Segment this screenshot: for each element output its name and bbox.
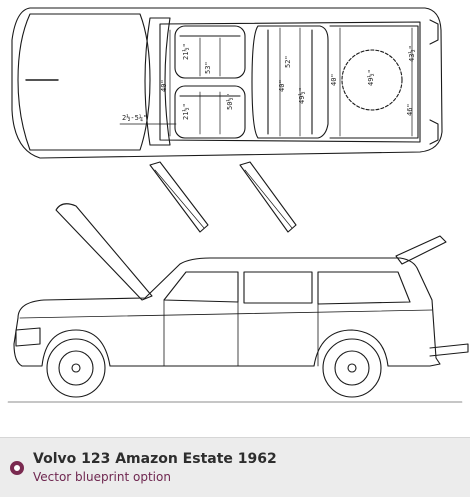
side-view-body-outline	[13, 257, 441, 367]
open-door-front	[149, 161, 209, 233]
raised-tailgate	[395, 235, 447, 265]
front-wheel	[46, 338, 106, 398]
top-view-body-outline	[11, 7, 443, 159]
front-seat-right	[174, 85, 246, 139]
dim-front-seat-depth-a: 53"	[204, 61, 212, 74]
spare-wheel	[341, 49, 403, 111]
dim-rear-seat-back: 49½"	[298, 87, 306, 104]
dim-cargo-floor-width: 40"	[330, 73, 338, 86]
dim-rear-seat-width: 52"	[284, 55, 292, 68]
dim-front-seat-width-b: 21½"	[182, 103, 190, 120]
dim-knee-room: 2½-5¼"	[122, 114, 147, 122]
raised-bonnet	[55, 203, 153, 301]
side-window-front	[163, 271, 239, 303]
dimension-labels: 21½" 53" 21½" 50½" 40" 2½-5¼" 52" 40" 49…	[122, 43, 416, 122]
caption-bar: Volvo 123 Amazon Estate 1962 Vector blue…	[0, 437, 470, 497]
dim-rear-room: 40"	[278, 79, 286, 92]
top-view-hood	[17, 13, 151, 151]
top-view	[11, 7, 443, 233]
rear-wheel	[322, 338, 382, 398]
top-view-windscreen	[144, 17, 171, 146]
open-door-rear	[239, 161, 297, 233]
radio-marker-icon[interactable]	[10, 461, 24, 475]
dim-front-room: 40"	[160, 79, 168, 92]
dim-tailgate-width: 46"	[406, 103, 414, 116]
caption-title: Volvo 123 Amazon Estate 1962	[33, 451, 277, 467]
dim-front-seat-depth-b: 50½"	[226, 93, 234, 110]
rear-bench	[251, 25, 329, 139]
side-window-middle	[243, 271, 313, 304]
car-blueprint: 21½" 53" 21½" 50½" 40" 2½-5¼" 52" 40" 49…	[7, 7, 469, 403]
side-window-rear	[317, 271, 411, 305]
dim-front-seat-width-a: 21½"	[182, 43, 190, 60]
caption-subtitle[interactable]: Vector blueprint option	[33, 470, 171, 484]
dim-spare-wheel: 49½"	[367, 69, 375, 86]
side-view	[7, 203, 469, 403]
top-view-cabin	[159, 21, 421, 143]
front-seat-left	[174, 25, 246, 79]
dim-cargo-length: 43½"	[408, 45, 416, 62]
